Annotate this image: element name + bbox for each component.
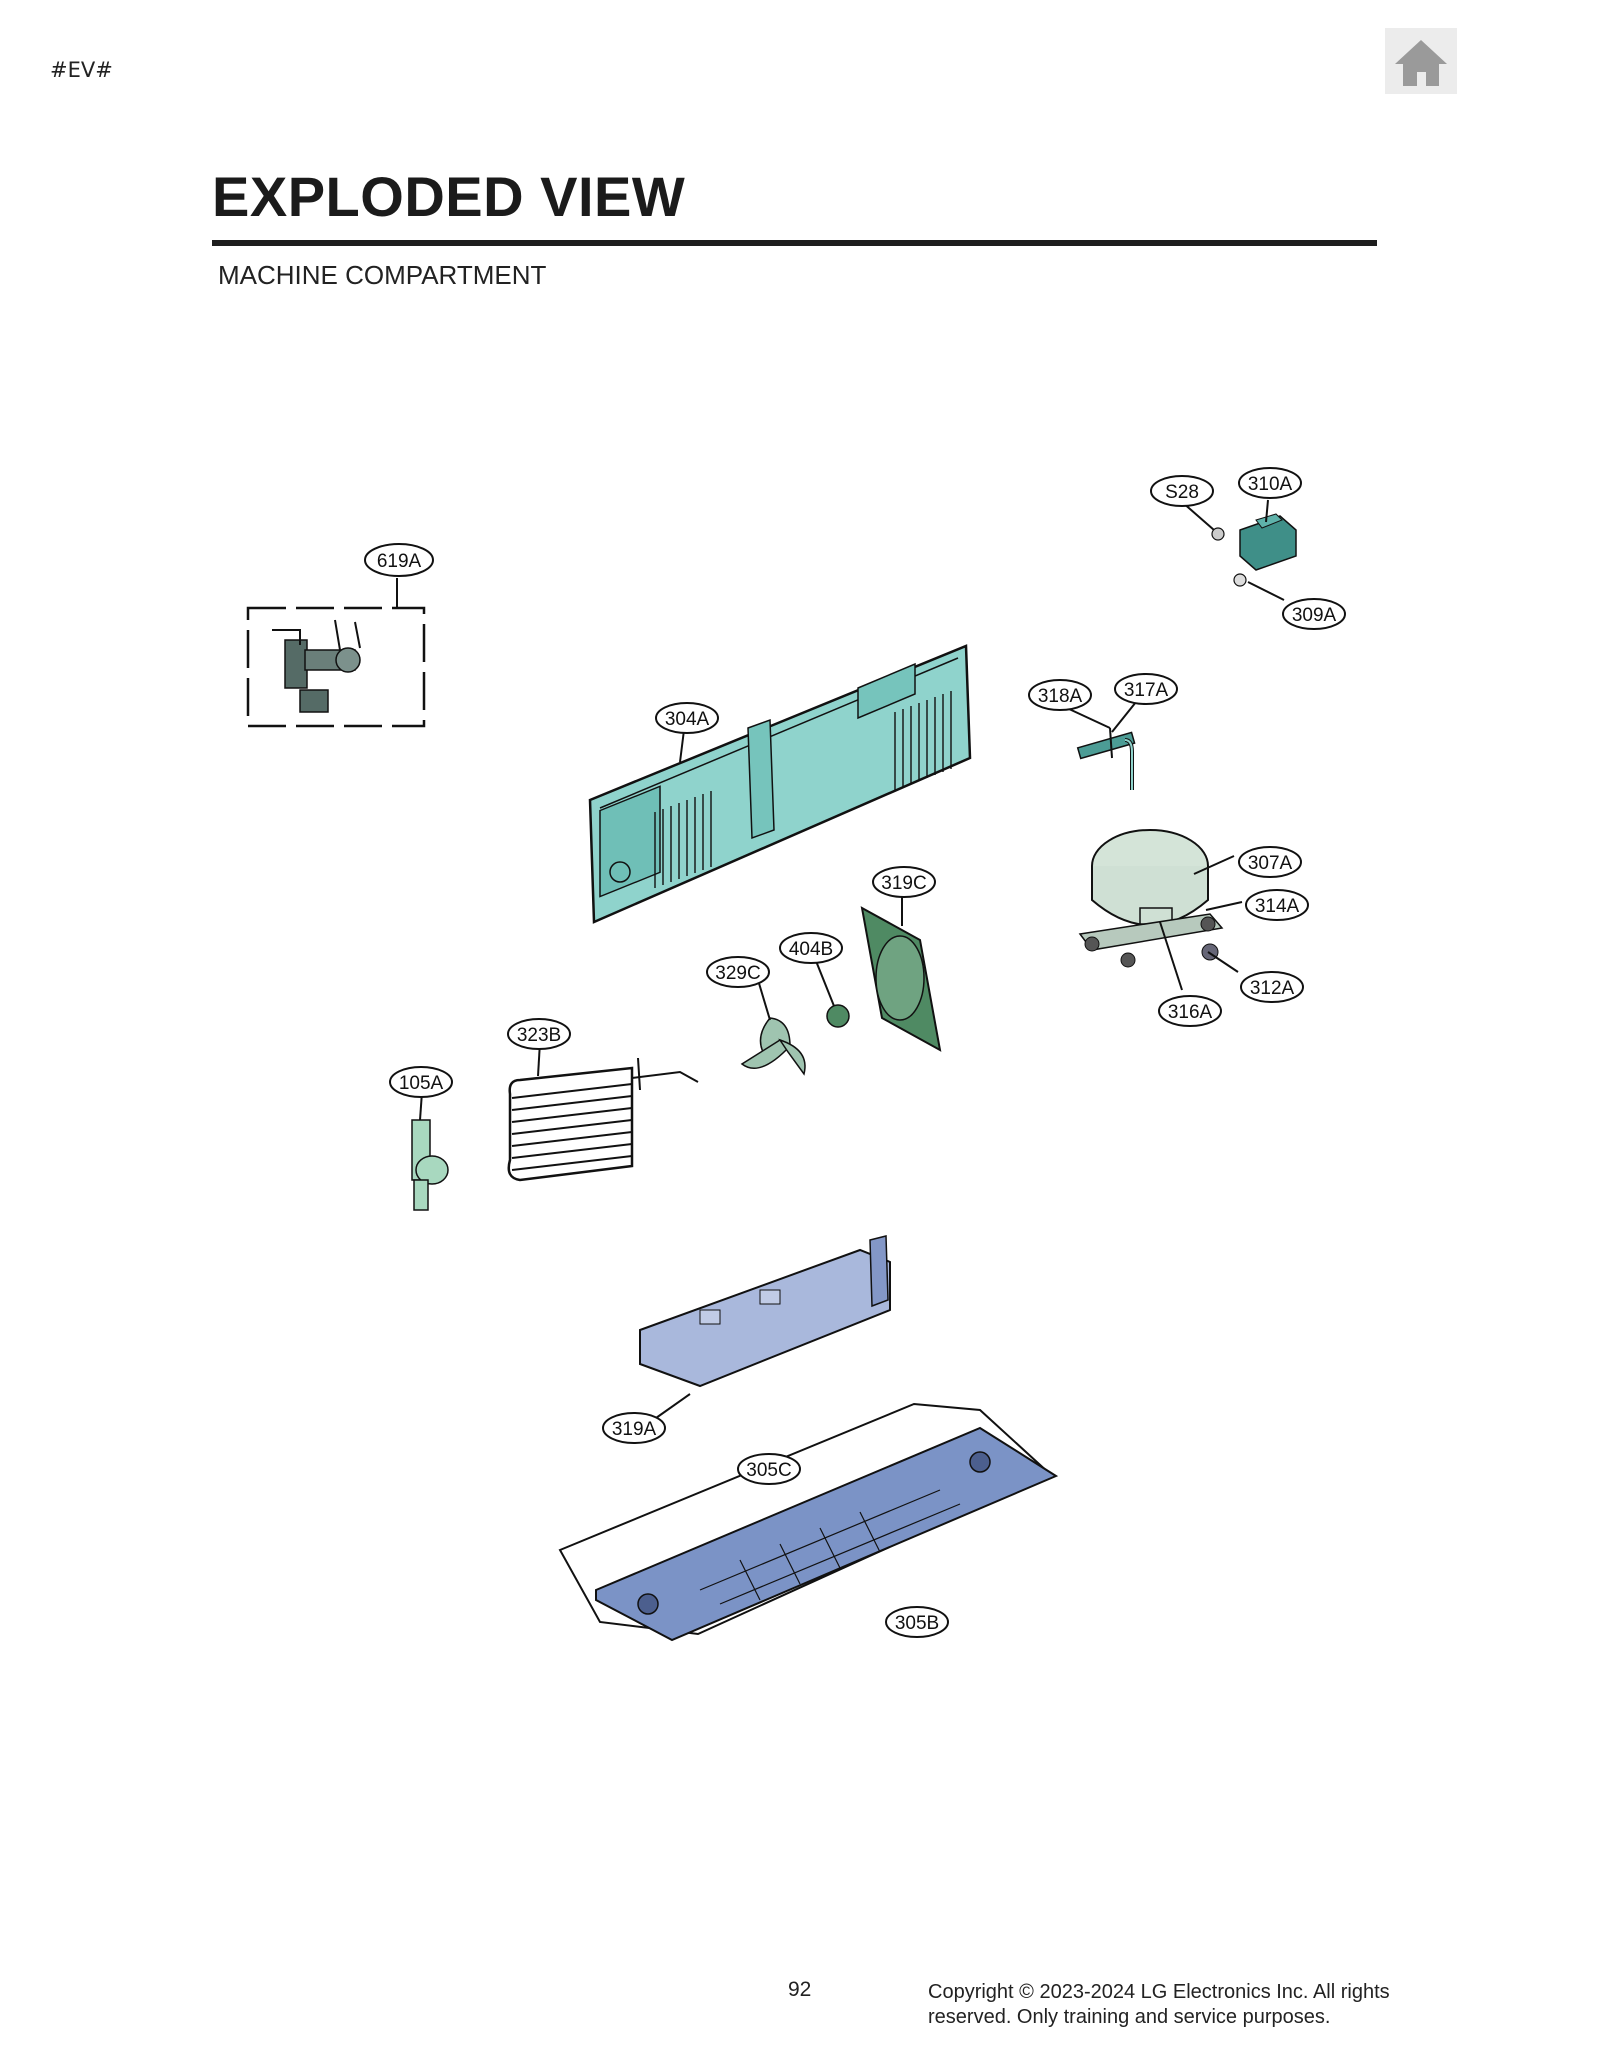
callout-label-319C: 319C [881, 873, 926, 894]
callout-105A [389, 1066, 453, 1098]
home-button[interactable] [1385, 28, 1457, 94]
page-number: 92 [788, 1978, 812, 2001]
home-icon [1395, 40, 1447, 86]
callout-label-323B: 323B [517, 1025, 561, 1046]
part-309A-nut [1233, 573, 1247, 587]
part-105A-drain [411, 1119, 449, 1211]
callout-319A [602, 1412, 666, 1444]
callout-label-307A: 307A [1248, 853, 1293, 874]
callout-319C [872, 866, 936, 898]
callout-label-312A: 312A [1250, 978, 1295, 999]
callout-323B [507, 1018, 571, 1050]
section-subtitle: MACHINE COMPARTMENT [218, 260, 547, 290]
callout-label-319A: 319A [612, 1419, 657, 1440]
callout-label-404B: 404B [789, 939, 833, 960]
callout-label-619A: 619A [377, 551, 422, 572]
copyright-notice: Copyright © 2023-2024 LG Electronics Inc… [928, 1981, 1390, 2028]
callout-label-316A: 316A [1168, 1002, 1213, 1023]
callout-label-304A: 304A [665, 709, 710, 730]
callout-bubbles [364, 467, 1346, 1638]
callout-label-309A: 309A [1292, 605, 1337, 626]
part-310A-bracket [1239, 513, 1297, 571]
callout-314A [1245, 889, 1309, 921]
callout-label-S28: S28 [1165, 482, 1199, 503]
callout-307A [1238, 846, 1302, 878]
part-S28-screw [1211, 527, 1225, 541]
callout-404B [779, 932, 843, 964]
callout-309A [1282, 598, 1346, 630]
part-619A-valve [246, 606, 426, 728]
callout-329C [706, 956, 770, 988]
part-304A-rear-panel [588, 644, 972, 924]
callout-label-317A: 317A [1124, 680, 1169, 701]
callout-label-310A: 310A [1248, 474, 1293, 495]
part-305B-base-plate [558, 1402, 1059, 1642]
callout-316A [1158, 995, 1222, 1027]
part-317A-pipe [1076, 727, 1136, 790]
title-divider [212, 240, 1377, 246]
part-319A-base-cover [639, 1235, 891, 1388]
callout-305B [885, 1606, 949, 1638]
callout-312A [1240, 971, 1304, 1003]
callout-label-318A: 318A [1038, 686, 1083, 707]
callout-304A [655, 702, 719, 734]
callout-label-329C: 329C [715, 963, 760, 984]
callout-label-314A: 314A [1255, 896, 1300, 917]
callout-310A [1238, 467, 1302, 499]
callout-318A [1028, 679, 1092, 711]
callout-619A [364, 543, 434, 577]
callout-S28 [1150, 475, 1214, 507]
callout-label-105A: 105A [399, 1073, 444, 1094]
callout-label-305C: 305C [746, 1460, 791, 1481]
part-307A-compressor [1078, 829, 1224, 968]
part-329C-fan-blade [740, 1017, 806, 1076]
page-title: EXPLODED VIEW [212, 165, 686, 228]
part-404B-fan-motor [826, 1004, 850, 1028]
document-tag: #EV# [50, 58, 113, 82]
callout-label-305B: 305B [895, 1613, 939, 1634]
callout-305C [737, 1453, 801, 1485]
callout-317A [1114, 673, 1178, 705]
part-323B-condenser [507, 1057, 699, 1182]
part-319C-fan-shroud [860, 906, 942, 1052]
